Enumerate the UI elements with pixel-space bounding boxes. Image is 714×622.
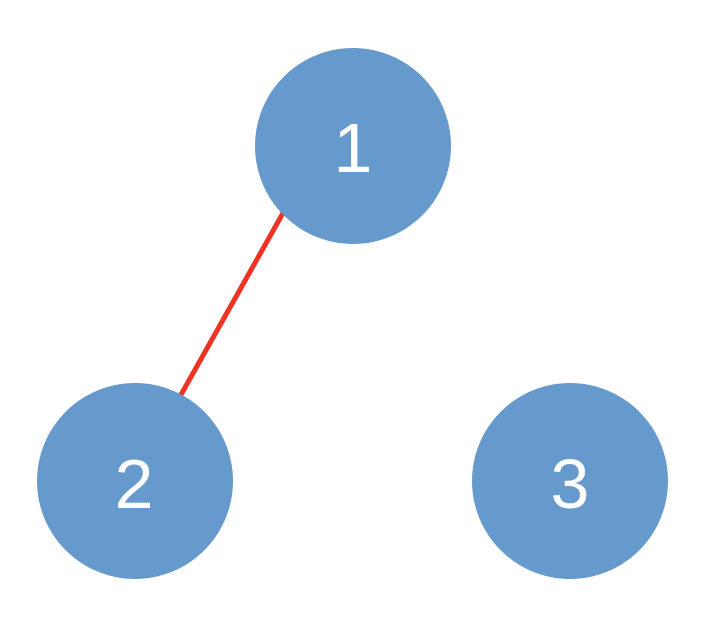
graph-node-1[interactable]: 1 [255,48,451,244]
graph-node-3[interactable]: 3 [472,383,668,579]
node-label-2: 2 [115,445,154,523]
node-layer: 1 2 3 [37,48,668,579]
graph-node-2[interactable]: 2 [37,383,233,579]
node-label-1: 1 [334,109,373,187]
node-circle-1[interactable] [255,48,451,244]
graph-edge-1-2[interactable] [175,211,286,402]
node-circle-3[interactable] [472,383,668,579]
node-label-3: 3 [551,445,590,523]
node-circle-2[interactable] [37,383,233,579]
edge-layer [175,211,286,402]
